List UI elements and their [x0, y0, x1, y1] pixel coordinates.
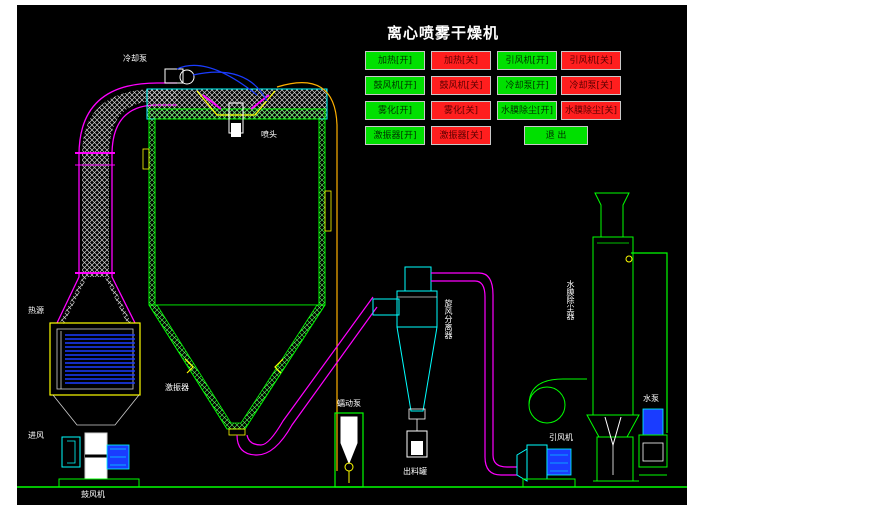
label-vibrator: 激振器 [165, 383, 189, 392]
fan-duct [431, 272, 517, 476]
dust-collector [586, 192, 668, 482]
button-1-off[interactable]: 加热[关] [431, 51, 491, 70]
label-blower: 鼓风机 [81, 490, 105, 499]
button-10-on[interactable]: 水膜除尘[开] [497, 101, 557, 120]
button-2-on[interactable]: 引风机[开] [497, 51, 557, 70]
button-3-off[interactable]: 引风机[关] [561, 51, 621, 70]
button-7-off[interactable]: 冷却泵[关] [561, 76, 621, 95]
label-nozzle: 喷头 [261, 130, 277, 139]
water-pump-unit [638, 408, 668, 476]
label-air-inlet: 进风 [28, 431, 44, 440]
hmi-screen: 离心喷雾干燥机 加热[开] 加热[关] 引风机[开]引风机[关] 鼓风机[开] 鼓风机[… [17, 5, 687, 505]
hot-air-duct [56, 82, 177, 324]
blower [58, 432, 140, 488]
button-11-off[interactable]: 水膜除尘[关] [561, 101, 621, 120]
button-12-on[interactable]: 激振器[开] [365, 126, 425, 145]
exit-button[interactable]: 退 出 [524, 126, 588, 145]
button-6-on[interactable]: 冷却泵[开] [497, 76, 557, 95]
atomizer [164, 64, 338, 471]
label-cooling-pump: 冷却泵 [123, 54, 147, 63]
label-discharge-tank: 出料罐 [403, 467, 427, 476]
label-water-film-dust-collector: 水膜除尘器 [566, 280, 575, 320]
button-0-on[interactable]: 加热[开] [365, 51, 425, 70]
button-5-off[interactable]: 鼓风机[关] [431, 76, 491, 95]
outlet-duct [236, 296, 378, 456]
label-peristaltic-pump: 蠕动泵 [337, 399, 361, 408]
page-title: 离心喷雾干燥机 [387, 24, 500, 42]
button-4-on[interactable]: 鼓风机[开] [365, 76, 425, 95]
cyclone-separator [372, 266, 438, 458]
label-water-pump: 水泵 [643, 394, 659, 403]
peristaltic-pump-unit [334, 412, 364, 488]
label-induced-draft-fan: 引风机 [549, 433, 573, 442]
induced-draft-fan [516, 378, 587, 488]
button-9-off[interactable]: 雾化[关] [431, 101, 491, 120]
label-cyclone: 旋风分离器 [444, 299, 453, 339]
button-13-off[interactable]: 激振器[关] [431, 126, 491, 145]
button-8-on[interactable]: 雾化[开] [365, 101, 425, 120]
process-diagram [17, 64, 687, 488]
drying-chamber [142, 88, 332, 436]
heater [49, 322, 141, 426]
label-heat-source: 热源 [28, 306, 44, 315]
